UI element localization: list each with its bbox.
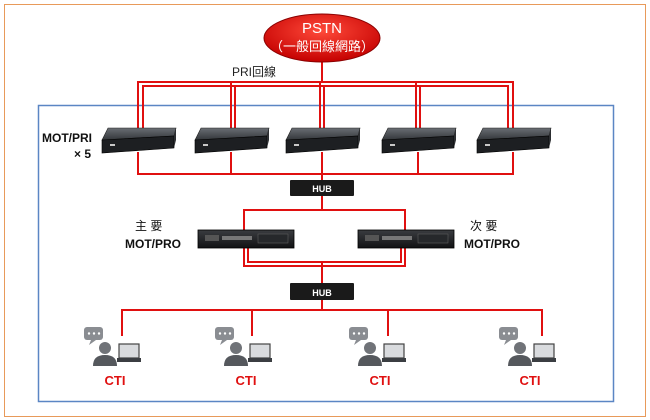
cti-cables [121,300,543,336]
mot-pri-group [101,127,552,154]
cti-label: CTI [236,373,257,388]
cti-workstation: CTI [499,327,556,388]
pro-cables [243,196,406,283]
cti-workstation: CTI [84,327,141,388]
pri-line-label: PRI回線 [232,64,276,79]
cti-label: CTI [520,373,541,388]
cti-label: CTI [105,373,126,388]
chat-bubble-icon [349,327,368,345]
pstn-cloud: PSTN （一般回線網路） [263,13,381,63]
pstn-label: PSTN [302,20,342,37]
chat-bubble-icon [215,327,234,345]
primary-mot-pro-server [197,229,295,249]
chat-bubble-icon [84,327,103,345]
primary-label: 主 要 [135,219,162,233]
user-icon [93,342,117,366]
laptop-icon [382,343,406,362]
mot-pri-label: MOT/PRI [42,131,92,145]
secondary-model-label: MOT/PRO [464,237,520,251]
mot-pri-box [476,127,552,154]
mot-pri-box [285,127,361,154]
cti-workstations: CTI CTI CTI CTI [84,327,556,388]
cti-label: CTI [370,373,391,388]
inner-frame [37,104,615,403]
secondary-mot-pro-server [357,229,455,249]
user-icon [224,342,248,366]
pri-cables [137,58,514,180]
mot-pri-count-label: × 5 [74,147,91,161]
cti-workstation: CTI [349,327,406,388]
laptop-icon [248,343,272,362]
user-icon [358,342,382,366]
mot-pri-box [381,127,457,154]
secondary-label: 次 要 [470,219,497,233]
hub-lower-label: HUB [312,288,332,298]
laptop-icon [117,343,141,362]
mot-pri-box [194,127,270,154]
hub-switch-lower: HUB [290,283,354,300]
pstn-sub-label: （一般回線網路） [270,39,374,54]
user-icon [508,342,532,366]
chat-bubble-icon [499,327,518,345]
hub-label: HUB [312,184,332,194]
mot-pri-box [101,127,177,154]
outer-frame [4,4,646,417]
hub-switch: HUB [290,180,354,196]
primary-model-label: MOT/PRO [125,237,181,251]
laptop-icon [532,343,556,362]
cti-workstation: CTI [215,327,272,388]
